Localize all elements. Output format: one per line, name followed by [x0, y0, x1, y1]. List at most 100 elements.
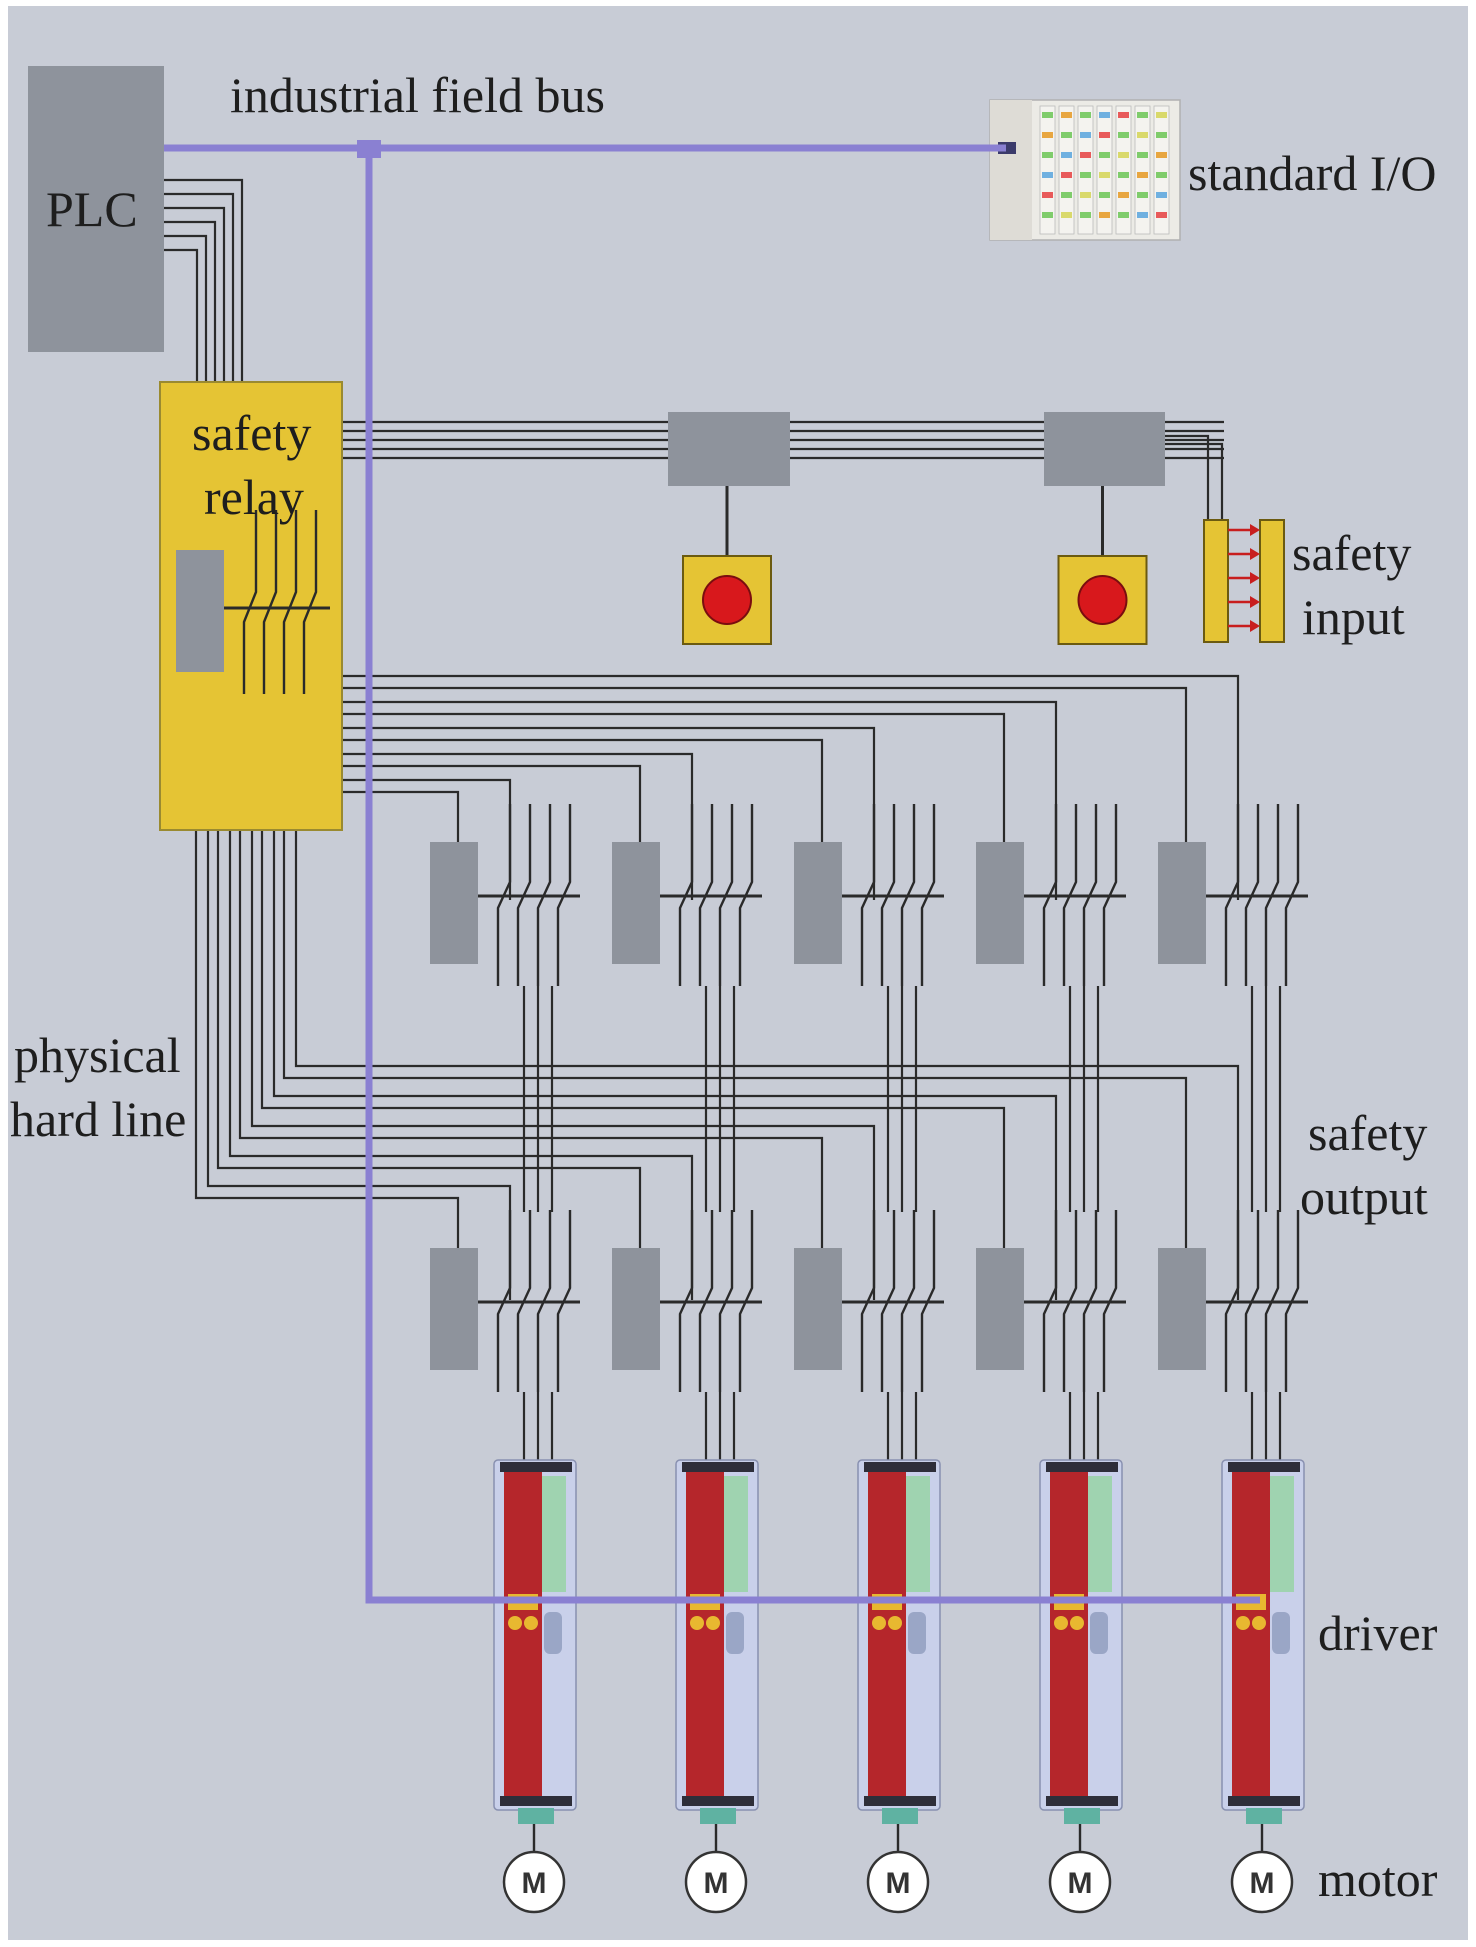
relay-output-wire-lower	[216, 830, 642, 1250]
stop-module-box	[1044, 412, 1165, 486]
servo-driver	[1221, 1459, 1305, 1824]
standard-io-led	[1137, 172, 1148, 178]
relay-contact-pole	[282, 510, 298, 694]
lower-safety-contactor	[1158, 1210, 1308, 1392]
driver-indicator	[888, 1616, 902, 1630]
driver-connector	[544, 1612, 562, 1654]
emergency-stop-button	[702, 575, 752, 625]
driver-motor-terminal	[882, 1808, 918, 1824]
contactor-coil	[430, 1248, 478, 1370]
upper-safety-contactor	[430, 804, 580, 986]
contactor-contact-pole	[880, 1210, 896, 1392]
lower-safety-contactor	[976, 1210, 1126, 1392]
standard-io-led	[1042, 212, 1053, 218]
driver-top-cap	[1046, 1462, 1118, 1472]
standard-io-led	[1080, 152, 1091, 158]
standard-io-led	[1156, 172, 1167, 178]
driver-indicator	[706, 1616, 720, 1630]
upper-safety-contactor	[794, 804, 944, 986]
plc-relay-wire	[164, 178, 244, 382]
contactor-contact-pole	[1062, 1210, 1078, 1392]
relay-output-wire-lower	[238, 830, 824, 1250]
contactor-contact-pole	[1244, 1210, 1260, 1392]
driver-top-cap	[682, 1462, 754, 1472]
contactor-contact-pole	[718, 1210, 734, 1392]
contactor-contact-pole	[1224, 804, 1240, 986]
driver-indicator	[1054, 1616, 1068, 1630]
standard-io-led	[1061, 212, 1072, 218]
safety-input-label-line2: input	[1302, 589, 1405, 645]
contactor-contact-pole	[516, 1210, 532, 1392]
relay-output-wire-lower	[272, 830, 1058, 1300]
relay-output-wire-lower	[294, 830, 1240, 1300]
motor-symbol	[1230, 1850, 1294, 1914]
standard-io-led	[1118, 112, 1129, 118]
standard-io-led	[1156, 212, 1167, 218]
driver-connector	[908, 1612, 926, 1654]
standard-io-led	[1156, 152, 1167, 158]
driver-top-cap	[864, 1462, 936, 1472]
light-beam-arrow	[1250, 524, 1260, 536]
driver-indicator	[1070, 1616, 1084, 1630]
safety-relay-label-line2: relay	[204, 469, 304, 525]
safety-relay: safety relay	[159, 381, 343, 831]
upper-safety-contactor	[976, 804, 1126, 986]
motor-label: motor	[1318, 1851, 1438, 1907]
driver-bottom-cap	[682, 1796, 754, 1806]
standard-io-led	[1156, 132, 1167, 138]
upper-safety-contactor	[1158, 804, 1308, 986]
lower-safety-contactor	[612, 1210, 762, 1392]
contactor-contact-pole	[496, 1210, 512, 1392]
standard-io-led	[1080, 172, 1091, 178]
contactor-contact-pole	[1082, 1210, 1098, 1392]
plc-relay-wire	[164, 220, 217, 382]
light-curtain-receiver	[1259, 519, 1285, 643]
driver-top-cap	[500, 1462, 572, 1472]
light-beam-arrow	[1250, 596, 1260, 608]
driver-indicator	[508, 1616, 522, 1630]
contactor-coil	[612, 1248, 660, 1370]
safety-output-label-line2: output	[1300, 1169, 1428, 1225]
relay-output-wire-upper	[342, 686, 1188, 848]
driver-connector	[726, 1612, 744, 1654]
contactor-coil	[976, 1248, 1024, 1370]
relay-output-wire-upper	[342, 738, 824, 848]
contactor-contact-pole	[920, 804, 936, 986]
standard-io-led	[1137, 192, 1148, 198]
relay-output-wire-lower	[194, 830, 460, 1250]
contactor-contact-pole	[1224, 1210, 1240, 1392]
relay-contact-pole	[302, 510, 318, 694]
lower-safety-contactor	[794, 1210, 944, 1392]
driver-terminal-strip	[724, 1476, 748, 1592]
standard-io-led	[1118, 192, 1129, 198]
relay-contact-pole	[262, 510, 278, 694]
field-bus-tap	[357, 140, 381, 158]
standard-io-led	[1061, 152, 1072, 158]
driver-terminal-strip	[1270, 1476, 1294, 1592]
standard-io-led	[1080, 192, 1091, 198]
contactor-contact-pole	[880, 804, 896, 986]
contactor-contact-pole	[1264, 1210, 1280, 1392]
driver-front-panel	[1050, 1472, 1088, 1806]
servo-driver	[675, 1459, 759, 1824]
motor-symbol-label: M	[886, 1867, 911, 1900]
standard-io-led	[1137, 132, 1148, 138]
driver-terminal-strip	[906, 1476, 930, 1592]
driver-front-panel	[1232, 1472, 1270, 1806]
standard-io-led	[1042, 172, 1053, 178]
contactor-contact-pole	[1042, 1210, 1058, 1392]
driver-indicator	[1252, 1616, 1266, 1630]
driver-motor-terminal	[518, 1808, 554, 1824]
standard-io-led	[1137, 152, 1148, 158]
contactor-contact-pole	[860, 804, 876, 986]
driver-terminal-strip	[542, 1476, 566, 1592]
driver-motor-terminal	[1064, 1808, 1100, 1824]
safety-relay-label-line1: safety	[192, 405, 311, 461]
contactor-contact-pole	[556, 1210, 572, 1392]
contactor-contact-pole	[1102, 804, 1118, 986]
servo-driver	[1039, 1459, 1123, 1824]
field-bus-drive-line	[365, 148, 1260, 1604]
field-bus-label: industrial field bus	[230, 67, 605, 123]
driver-indicator	[872, 1616, 886, 1630]
